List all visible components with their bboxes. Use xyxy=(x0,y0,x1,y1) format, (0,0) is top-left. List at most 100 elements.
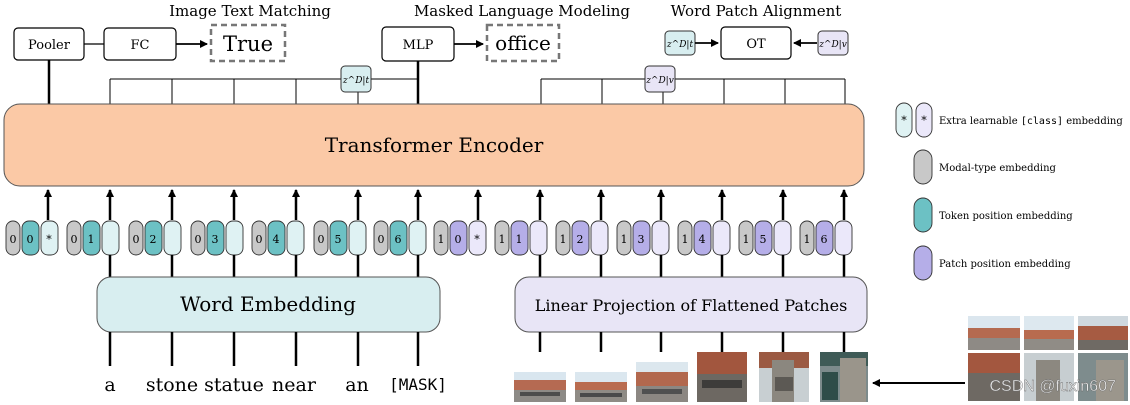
legend-modal-swatch xyxy=(913,149,933,185)
legend-modal-label: Modal-type embedding xyxy=(939,163,1057,174)
patch-position-value: 2 xyxy=(577,233,584,246)
token-position-chip xyxy=(329,220,348,256)
modal-type-value: 0 xyxy=(195,233,202,246)
modal-type-value: 0 xyxy=(378,233,385,246)
mlm-output: office xyxy=(495,31,551,55)
transformer-encoder-box xyxy=(3,103,865,187)
patch-position-value: 3 xyxy=(638,233,645,246)
patch-input-lines xyxy=(538,332,846,352)
modal-type-value: 0 xyxy=(71,233,78,246)
patch-embedding-chip xyxy=(712,220,731,256)
word-embedding-chip xyxy=(101,220,120,256)
modal-type-chip xyxy=(190,220,206,256)
modal-type-chip xyxy=(66,220,82,256)
mlm-output-box xyxy=(485,23,561,63)
class-embedding-chip xyxy=(40,220,59,256)
legend-patch-pos-label: Patch position embedding xyxy=(939,259,1071,270)
text-token-group-0: 0 0 * xyxy=(5,220,59,256)
modal-type-chip xyxy=(433,220,449,256)
legend-class-text-swatch xyxy=(895,102,913,138)
text-token-group-5: 0 5 xyxy=(313,220,367,256)
image-output-bracket xyxy=(540,78,846,104)
modal-type-chip xyxy=(5,220,21,256)
patch-position-value: 5 xyxy=(760,233,767,246)
class-embedding-chip xyxy=(468,220,487,256)
image-token-group-4: 1 4 xyxy=(677,220,731,256)
legend-extra-prefix: Extra learnable xyxy=(939,116,1018,127)
modal-type-chip xyxy=(677,220,693,256)
modal-type-chip xyxy=(555,220,571,256)
input-image-grid xyxy=(968,316,1128,401)
token-position-value: 2 xyxy=(150,233,157,246)
zt-chip-text-label: z^D|t xyxy=(342,76,370,86)
modal-type-value: 1 xyxy=(438,233,445,246)
legend-token-pos-label: Token position embedding xyxy=(939,211,1073,222)
zv-chip-image xyxy=(644,65,676,93)
itm-output-box xyxy=(209,23,287,63)
word-token: statue xyxy=(204,374,264,396)
patch-position-chip xyxy=(571,220,590,256)
modal-type-chip xyxy=(738,220,754,256)
token-position-chip xyxy=(389,220,408,256)
ot-box xyxy=(720,26,792,60)
legend-extra-code: [class] xyxy=(1021,116,1063,127)
patch-embedding-chip xyxy=(773,220,792,256)
patch-thumbnail-6 xyxy=(820,352,868,402)
text-token-group-4: 0 4 xyxy=(251,220,305,256)
image-token-group-2: 1 2 xyxy=(555,220,609,256)
word-embedding-chip xyxy=(225,220,244,256)
patch-thumbnail-4 xyxy=(697,352,747,402)
image-token-group-6: 1 6 xyxy=(799,220,853,256)
modal-type-value: 1 xyxy=(560,233,567,246)
image-token-group-5: 1 5 xyxy=(738,220,792,256)
text-token-group-6: 0 6 xyxy=(373,220,427,256)
patch-position-chip xyxy=(754,220,773,256)
token-position-chip xyxy=(144,220,163,256)
word-embedding-chip xyxy=(348,220,367,256)
patch-position-chip xyxy=(510,220,529,256)
word-token: stone xyxy=(146,374,198,396)
patch-thumbnail-5 xyxy=(759,352,809,402)
text-token-group-3: 0 3 xyxy=(190,220,244,256)
embedding-output-lines xyxy=(108,255,846,277)
modal-type-chip xyxy=(251,220,267,256)
patch-position-value: 1 xyxy=(516,233,523,246)
patch-embedding-chip xyxy=(529,220,548,256)
zt-chip-wpa-label: z^D|t xyxy=(666,40,694,50)
patch-position-value: 0 xyxy=(455,233,462,246)
word-embedding-box xyxy=(96,276,441,333)
word-embedding-chip xyxy=(163,220,182,256)
zv-chip-wpa xyxy=(817,30,849,56)
token-position-value: 5 xyxy=(335,233,342,246)
modal-type-chip xyxy=(373,220,389,256)
token-position-value: 4 xyxy=(273,233,280,246)
ot-label: OT xyxy=(746,37,766,52)
word-embedding-chip xyxy=(408,220,427,256)
patch-embedding-chip xyxy=(590,220,609,256)
modal-type-chip xyxy=(799,220,815,256)
token-position-value: 6 xyxy=(395,233,402,246)
legend-class-image-swatch xyxy=(915,102,933,138)
text-token-group-2: 0 2 xyxy=(128,220,182,256)
legend-extra-suffix: embedding xyxy=(1066,116,1123,127)
modal-type-value: 0 xyxy=(10,233,17,246)
class-embedding-symbol: * xyxy=(46,233,52,246)
legend-class-text-symbol: * xyxy=(901,114,907,127)
modal-type-chip xyxy=(494,220,510,256)
wpa-title: Word Patch Alignment xyxy=(671,2,842,20)
modal-type-value: 1 xyxy=(499,233,506,246)
patch-projection-label: Linear Projection of Flattened Patches xyxy=(535,296,848,315)
zv-chip-wpa-label: z^D|v xyxy=(818,40,847,50)
image-token-group-1: 1 1 xyxy=(494,220,548,256)
transformer-encoder-label: Transformer Encoder xyxy=(325,133,544,157)
watermark-text: CSDN @fuxin607 xyxy=(989,378,1116,395)
fc-label: FC xyxy=(131,38,150,53)
modal-type-value: 1 xyxy=(621,233,628,246)
patch-position-chip xyxy=(693,220,712,256)
class-embedding-symbol: * xyxy=(474,233,480,246)
legend-patch-pos-swatch xyxy=(913,245,933,281)
itm-title: Image Text Matching xyxy=(169,2,331,20)
text-token-group-1: 0 1 xyxy=(66,220,120,256)
image-token-group-0: 1 0 * xyxy=(433,220,487,256)
legend-extra-label: Extra learnable [class] embedding xyxy=(939,116,1123,127)
